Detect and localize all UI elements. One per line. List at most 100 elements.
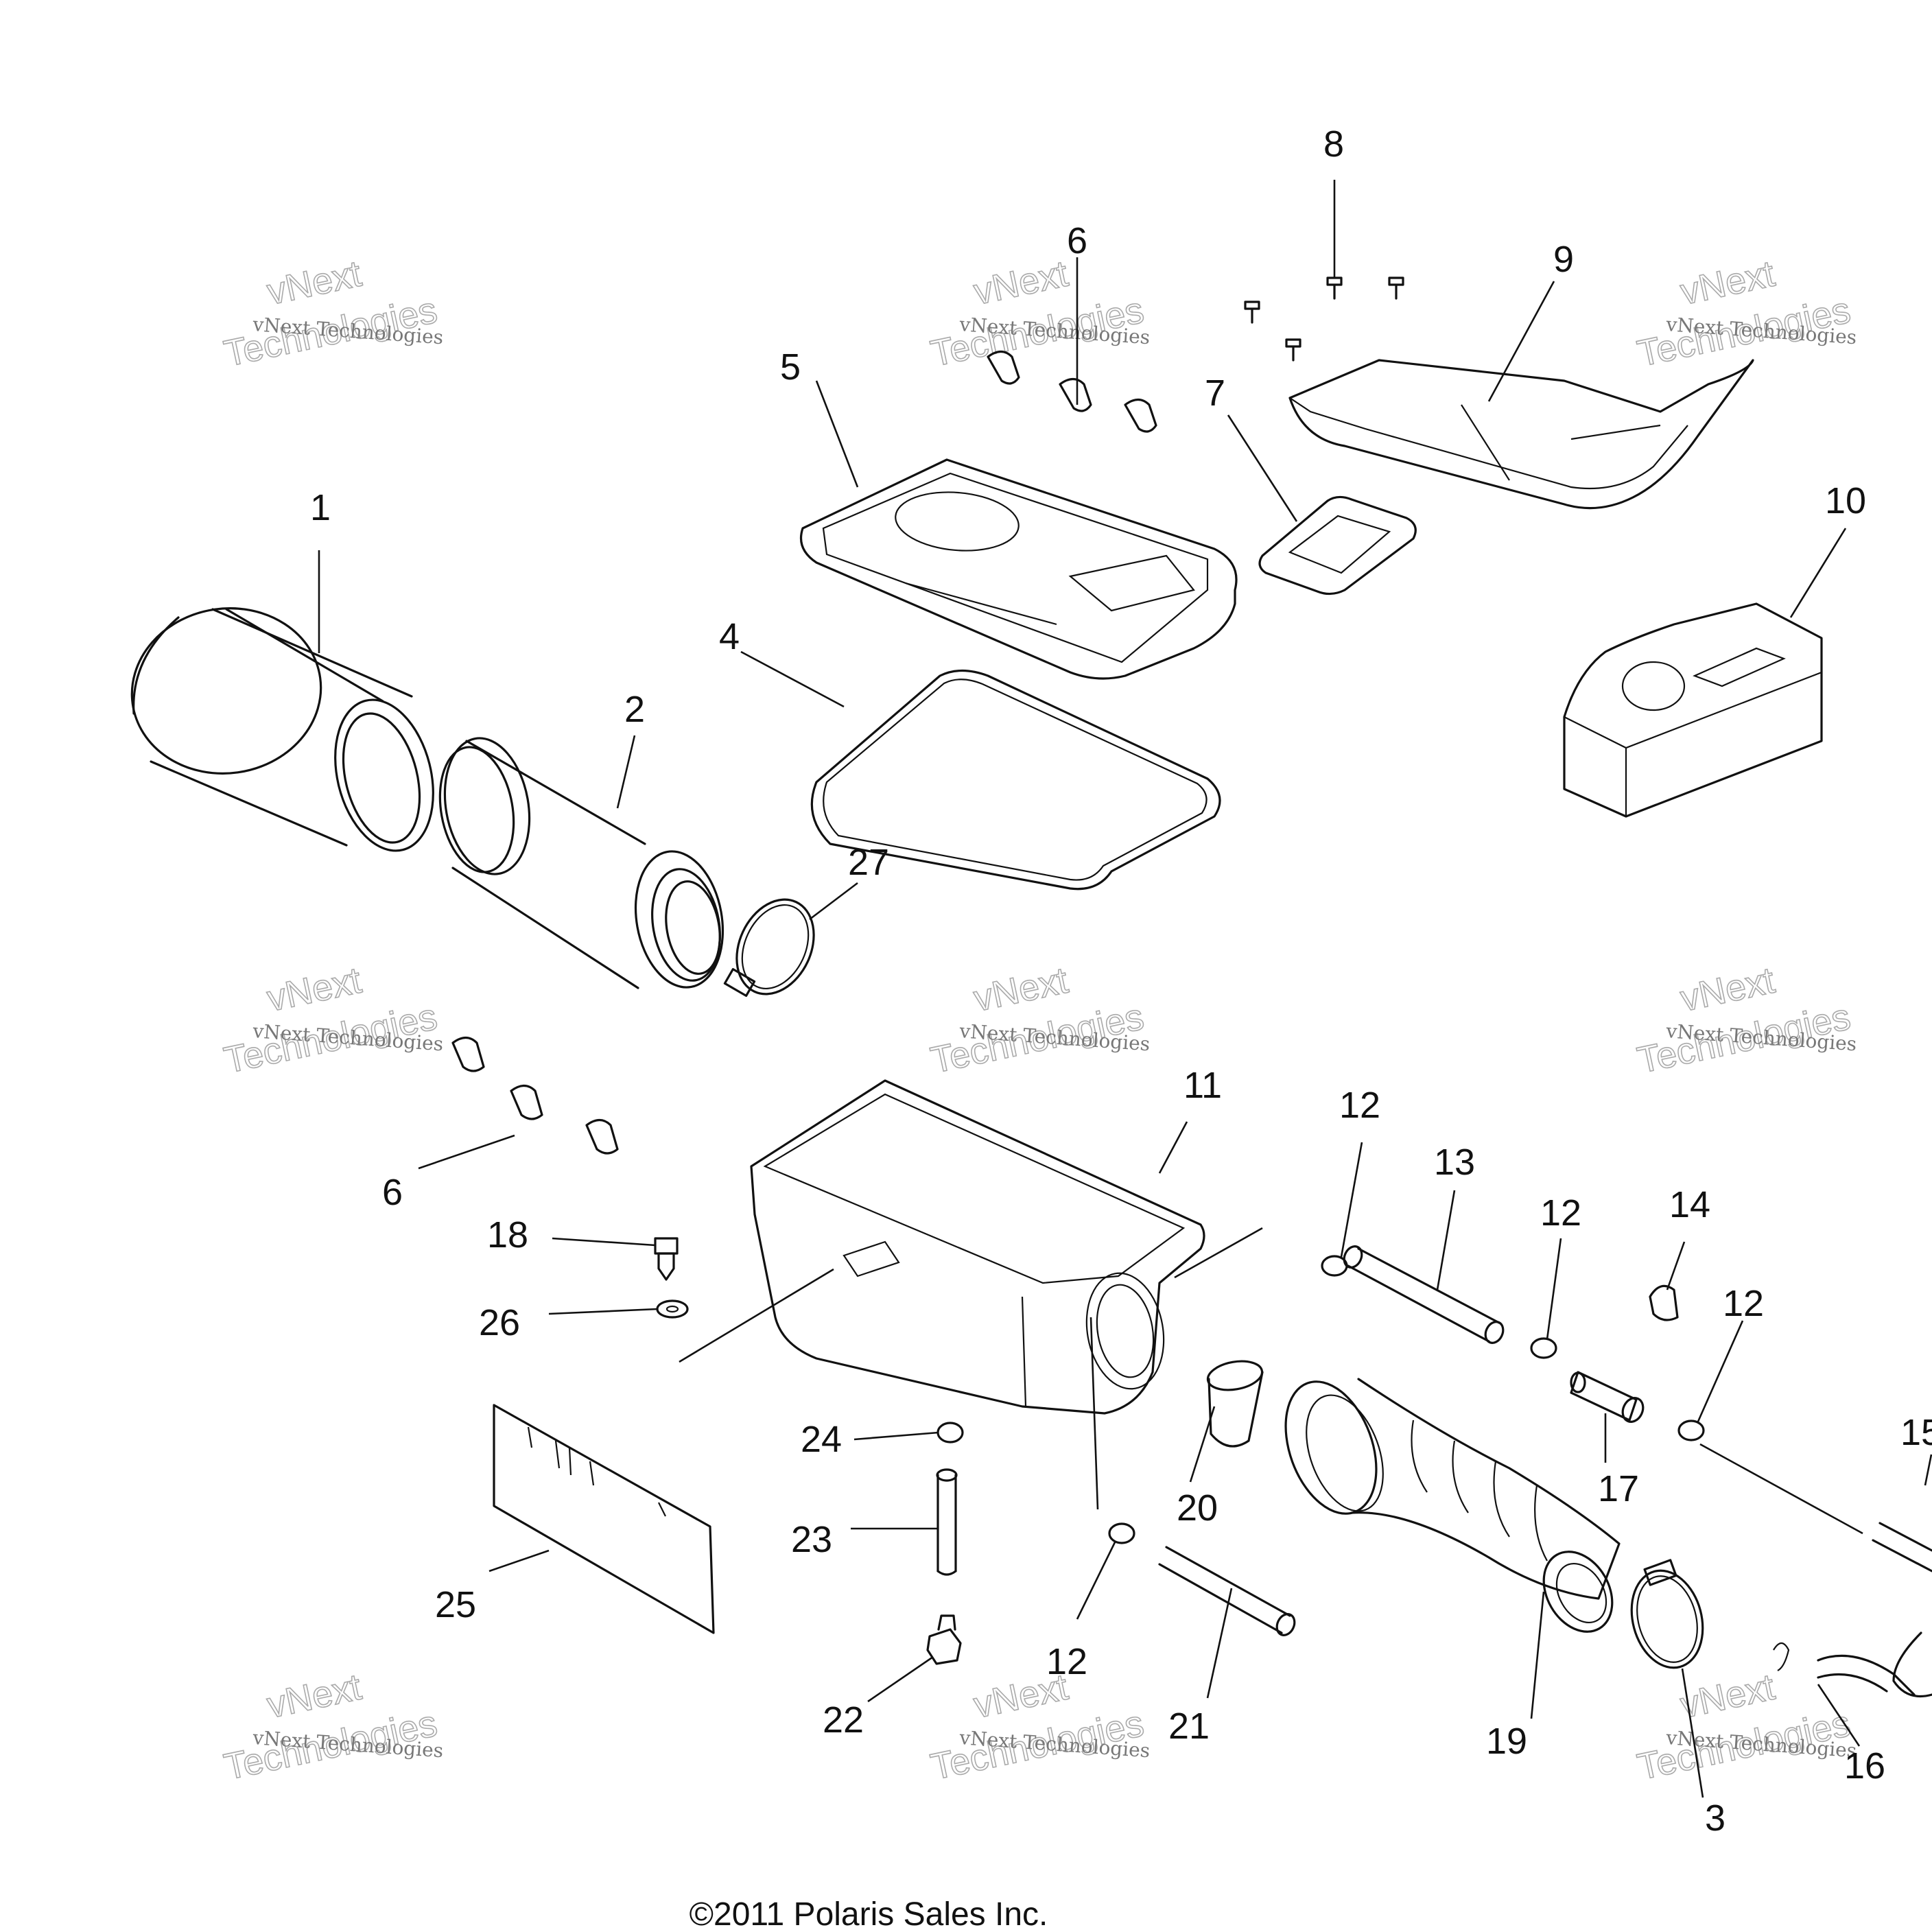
callout-15: 15 xyxy=(1900,1412,1932,1453)
callout-18: 18 xyxy=(487,1214,528,1256)
leader-12d xyxy=(1076,1542,1116,1620)
part-16-hose xyxy=(1773,1642,1916,1696)
callout-26: 26 xyxy=(479,1302,520,1343)
part-2-air-filter xyxy=(438,737,724,989)
leader-3 xyxy=(1681,1668,1704,1798)
part-8-screws xyxy=(1244,276,1404,362)
svg-text:vNext: vNext xyxy=(263,253,365,313)
leader-12e xyxy=(1089,1317,1099,1510)
callout-20: 20 xyxy=(1177,1487,1218,1529)
svg-text:vNext: vNext xyxy=(970,960,1072,1020)
leader-16 xyxy=(1817,1684,1861,1747)
watermark-7: vNext Technologies xyxy=(220,1666,441,1789)
svg-text:vNext: vNext xyxy=(970,253,1072,313)
leader-10 xyxy=(1789,528,1847,618)
callout-17: 17 xyxy=(1598,1468,1639,1509)
leader-24 xyxy=(853,1431,939,1441)
callout-1: 1 xyxy=(310,487,331,528)
leader-19 xyxy=(1530,1591,1545,1719)
svg-text:vNext: vNext xyxy=(1677,960,1778,1020)
leader-15b xyxy=(1924,1454,1932,1486)
part-3-hose-clamp xyxy=(1630,1559,1704,1669)
svg-text:vNext: vNext xyxy=(263,1666,365,1726)
part-9-intake-duct xyxy=(1288,359,1754,510)
part-6-clips-top xyxy=(987,350,1157,433)
svg-text:vNext: vNext xyxy=(1677,1666,1778,1726)
callout-13: 13 xyxy=(1434,1142,1475,1183)
watermark-5: vNext Technologies xyxy=(927,959,1148,1082)
leader-15 xyxy=(1699,1443,1863,1535)
part-13-tube xyxy=(1343,1245,1505,1344)
part-24-clip xyxy=(936,1422,964,1444)
svg-text:vNext: vNext xyxy=(263,960,365,1020)
leader-6b xyxy=(418,1134,515,1170)
leader-9 xyxy=(1487,281,1555,402)
leader-14 xyxy=(1666,1241,1686,1291)
copyright: ©2011 Polaris Sales Inc. xyxy=(690,1896,1048,1932)
watermark-4: vNext Technologies xyxy=(220,959,441,1082)
callout-11: 11 xyxy=(1183,1065,1222,1106)
part-4-gasket xyxy=(810,669,1221,891)
callout-3: 3 xyxy=(1705,1798,1725,1839)
leader-7 xyxy=(1227,414,1298,522)
leader-4 xyxy=(740,650,845,708)
part-12-clamp-c xyxy=(1677,1419,1705,1441)
part-10-foam-block xyxy=(1563,602,1823,818)
leader-11b xyxy=(1174,1227,1263,1279)
part-23-tube xyxy=(936,1468,958,1576)
part-5-airbox-cover xyxy=(799,458,1238,680)
leader-11 xyxy=(1158,1121,1188,1174)
callout-23: 23 xyxy=(791,1519,832,1560)
callout-6a: 6 xyxy=(1067,220,1087,261)
callout-12a: 12 xyxy=(1339,1085,1380,1126)
leader-25 xyxy=(488,1549,550,1572)
callout-5: 5 xyxy=(780,346,801,388)
part-12-clamp-b xyxy=(1530,1337,1557,1359)
leader-21 xyxy=(1206,1588,1233,1699)
callouts: 1 2 3 4 5 6 6 7 8 9 10 11 12 12 12 12 13… xyxy=(310,123,1932,1839)
part-14-clip xyxy=(1649,1284,1679,1321)
leader-13 xyxy=(1436,1190,1456,1291)
leader-18 xyxy=(552,1237,656,1247)
svg-text:vNext: vNext xyxy=(1677,253,1778,313)
part-17-check-valve xyxy=(1570,1371,1645,1423)
leader-27 xyxy=(809,882,858,921)
leader-lines xyxy=(318,180,1932,1798)
callout-24: 24 xyxy=(801,1419,842,1460)
leader-5 xyxy=(815,380,859,488)
callout-12d: 12 xyxy=(1046,1641,1087,1682)
callout-16: 16 xyxy=(1844,1745,1885,1787)
part-19-bellows-hose xyxy=(1284,1378,1621,1633)
leader-2 xyxy=(616,735,636,809)
callout-2: 2 xyxy=(624,689,645,730)
callout-14: 14 xyxy=(1669,1184,1710,1225)
part-20-coupler xyxy=(1206,1360,1264,1448)
part-22-drain-fitting xyxy=(926,1614,962,1665)
callout-25: 25 xyxy=(435,1584,476,1625)
callout-8: 8 xyxy=(1323,123,1344,165)
leader-22 xyxy=(867,1656,934,1703)
part-25-panel xyxy=(493,1404,715,1634)
callout-21: 21 xyxy=(1168,1706,1210,1747)
part-21-tube xyxy=(1158,1546,1296,1636)
callout-19: 19 xyxy=(1486,1721,1527,1762)
callout-9: 9 xyxy=(1553,239,1574,280)
callout-10: 10 xyxy=(1825,480,1866,521)
part-26-washer xyxy=(656,1299,689,1319)
part-12-clamp-d xyxy=(1108,1522,1135,1544)
leader-26b xyxy=(679,1268,834,1363)
part-6-clips-left xyxy=(451,1036,619,1155)
leader-12b xyxy=(1546,1238,1562,1340)
watermark-9: vNext Technologies xyxy=(1634,1666,1854,1789)
callout-12c: 12 xyxy=(1723,1283,1764,1324)
part-11-airbox-housing xyxy=(750,1079,1205,1415)
part-7-seal-plate xyxy=(1258,495,1417,596)
callout-22: 22 xyxy=(823,1699,864,1741)
callout-7: 7 xyxy=(1205,373,1225,414)
part-27-hose-clamp xyxy=(723,898,815,997)
leader-12a xyxy=(1340,1142,1363,1258)
leader-26 xyxy=(548,1308,658,1315)
watermark-2: vNext Technologies xyxy=(927,252,1148,375)
watermark-1: vNext Technologies xyxy=(220,252,441,375)
